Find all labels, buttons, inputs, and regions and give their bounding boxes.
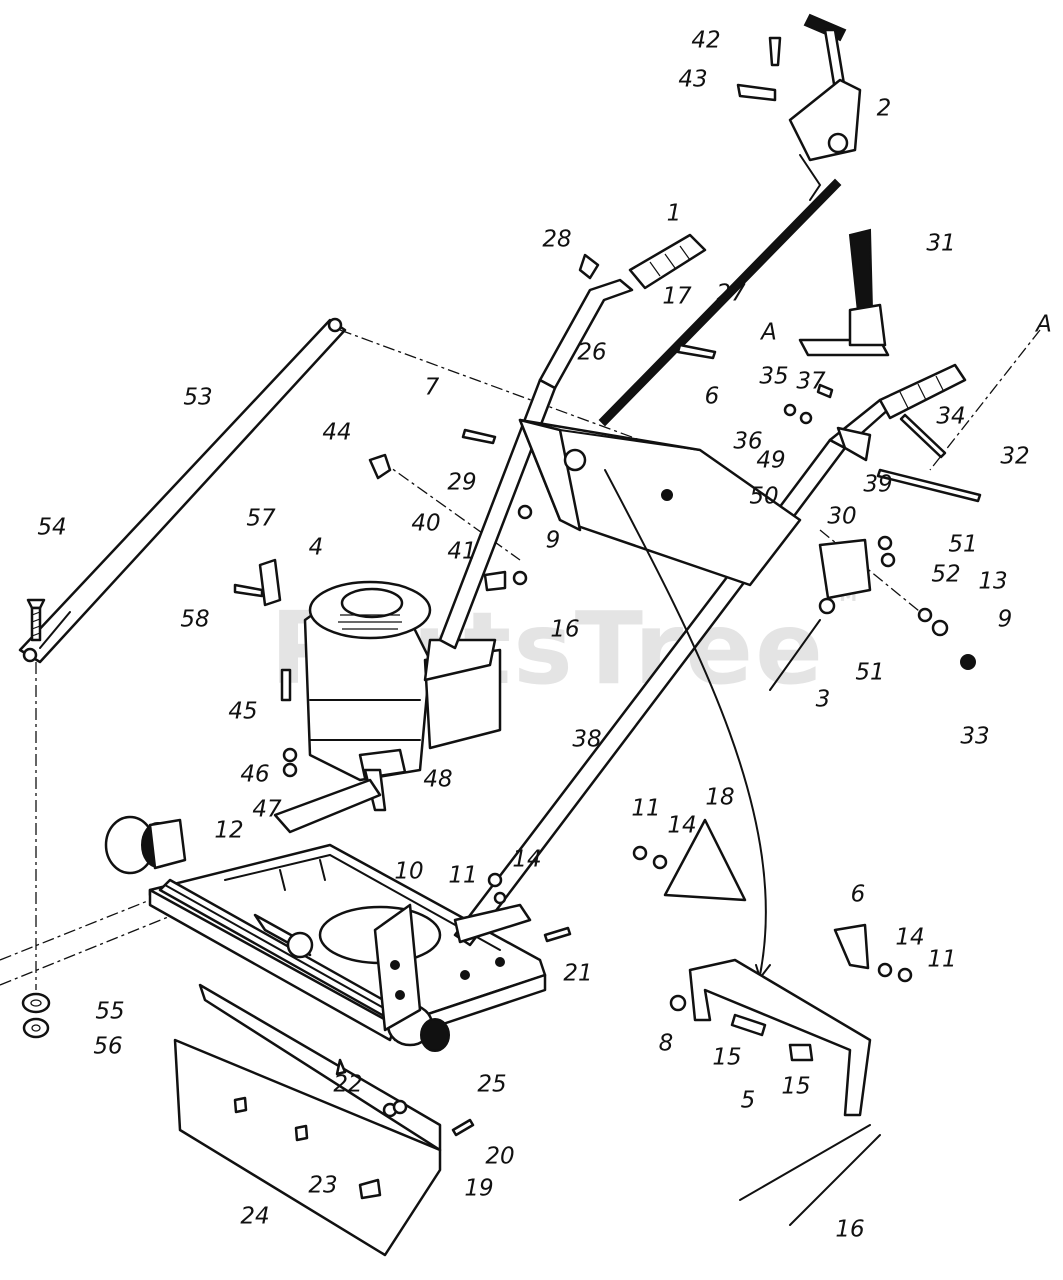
callout-39: 39 <box>863 471 893 498</box>
callout-A-left: A <box>761 319 777 346</box>
callout-33: 33 <box>960 723 990 750</box>
drive-rods <box>739 1124 881 1226</box>
callout-34: 34 <box>936 403 966 430</box>
wheel-left <box>104 815 187 875</box>
callout-50: 50 <box>749 483 779 510</box>
callout-5: 5 <box>740 1087 756 1114</box>
callout-51-a: 51 <box>948 531 978 558</box>
callout-7: 7 <box>424 374 440 401</box>
control-panel <box>518 418 802 587</box>
callout-11-c: 11 <box>927 946 957 973</box>
callout-38: 38 <box>572 726 602 753</box>
callout-26: 26 <box>577 339 607 366</box>
callout-14-c: 14 <box>895 924 925 951</box>
callout-45: 45 <box>228 698 258 725</box>
callout-19: 19 <box>464 1175 494 1202</box>
callout-32: 32 <box>1000 443 1030 470</box>
callout-14-a: 14 <box>667 812 697 839</box>
callout-36: 36 <box>733 428 763 455</box>
control-cable-routing <box>604 469 767 976</box>
callout-53: 53 <box>183 384 213 411</box>
bolt <box>26 598 46 642</box>
callout-24: 24 <box>240 1203 270 1230</box>
right-grip <box>878 363 967 420</box>
callout-12: 12 <box>214 817 244 844</box>
callout-35: 35 <box>759 363 789 390</box>
callout-31: 31 <box>926 230 956 257</box>
callout-9-left: 9 <box>545 527 561 554</box>
callout-20: 20 <box>485 1143 515 1170</box>
callout-2: 2 <box>876 95 892 122</box>
callout-6-lower: 6 <box>850 881 866 908</box>
left-grip <box>628 233 707 290</box>
spacer <box>21 992 51 1014</box>
callout-16-b: 16 <box>835 1216 865 1243</box>
callout-16-a: 16 <box>550 616 580 643</box>
callout-15-b: 15 <box>781 1073 811 1100</box>
callout-51-b: 51 <box>855 659 885 686</box>
callout-44: 44 <box>322 419 352 446</box>
callout-3: 3 <box>815 686 831 713</box>
side-bracket <box>373 903 422 1032</box>
callout-37: 37 <box>796 368 826 395</box>
callout-8: 8 <box>658 1030 674 1057</box>
mower-deck <box>148 843 547 1042</box>
callout-27: 27 <box>716 280 746 307</box>
pivot-plate <box>818 538 872 600</box>
engine <box>273 580 502 834</box>
control-cable <box>598 178 842 427</box>
mounting-plate <box>833 923 870 970</box>
callout-25: 25 <box>477 1071 507 1098</box>
callout-52: 52 <box>931 561 961 588</box>
callout-1: 1 <box>666 200 682 227</box>
callout-21: 21 <box>563 960 593 987</box>
callout-41: 41 <box>447 538 477 565</box>
callout-22: 22 <box>333 1071 363 1098</box>
lever-bracket <box>798 228 890 357</box>
callout-56: 56 <box>93 1033 123 1060</box>
callout-15-a: 15 <box>712 1044 742 1071</box>
brace-rod <box>18 317 347 664</box>
callout-40: 40 <box>411 510 441 537</box>
callout-47: 47 <box>252 796 282 823</box>
callout-58: 58 <box>180 606 210 633</box>
mounting-bar <box>688 958 872 1117</box>
callout-48: 48 <box>423 766 453 793</box>
callout-4: 4 <box>308 534 324 561</box>
callout-13: 13 <box>978 568 1008 595</box>
callout-29: 29 <box>447 469 477 496</box>
callout-55: 55 <box>95 998 125 1025</box>
callout-A-right: A <box>1036 311 1052 338</box>
callout-28: 28 <box>542 226 572 253</box>
control-lever <box>788 13 862 201</box>
nut <box>22 1017 50 1039</box>
callout-30: 30 <box>827 503 857 530</box>
callout-11-b: 11 <box>448 862 478 889</box>
roller-shaft <box>158 878 412 1027</box>
callout-10: 10 <box>394 858 424 885</box>
callout-9-right: 9 <box>997 606 1013 633</box>
hardware <box>233 36 982 1200</box>
angle-bracket <box>663 818 747 902</box>
callout-54: 54 <box>37 514 67 541</box>
callout-6-upper: 6 <box>704 383 720 410</box>
callout-43: 43 <box>678 66 708 93</box>
callout-17: 17 <box>662 283 692 310</box>
callout-46: 46 <box>240 761 270 788</box>
callout-57: 57 <box>246 505 276 532</box>
rear-shield <box>173 983 442 1257</box>
callout-23: 23 <box>308 1172 338 1199</box>
callout-18: 18 <box>705 784 735 811</box>
callout-49: 49 <box>756 447 786 474</box>
callout-42: 42 <box>691 27 721 54</box>
callout-11-a: 11 <box>631 795 661 822</box>
callout-14-b: 14 <box>512 846 542 873</box>
